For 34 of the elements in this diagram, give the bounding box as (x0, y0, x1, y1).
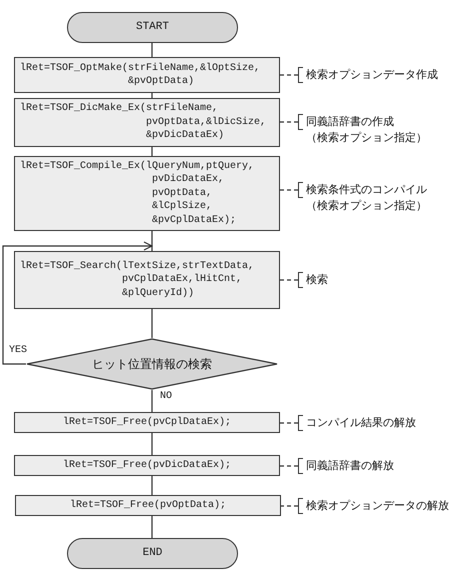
leader-line (280, 74, 298, 76)
leader-line (280, 121, 298, 123)
terminator: START (67, 12, 238, 43)
leader-line (280, 189, 298, 191)
flow-line (151, 390, 153, 412)
flow-line (151, 433, 153, 455)
flow-line (151, 476, 153, 495)
note-text: （検索オプション指定） (306, 130, 427, 146)
process-box: lRet=TSOF_Free(pvCplDataEx); (14, 412, 280, 433)
terminator: END (67, 538, 238, 569)
leader-line (280, 279, 298, 281)
flow-line (151, 231, 153, 251)
leader-line (281, 505, 298, 507)
note-text: 検索オプションデータ作成 (306, 67, 438, 83)
flow-line (151, 516, 153, 538)
process-box: lRet=TSOF_Free(pvDicDataEx); (14, 455, 280, 476)
note-text: 同義語辞書の解放 (306, 458, 394, 474)
decision-text: ヒット位置情報の検索 (92, 356, 212, 373)
note-text: （検索オプション指定） (306, 198, 427, 214)
leader-line (280, 422, 298, 424)
note-text: コンパイル結果の解放 (306, 415, 416, 431)
flow-line (151, 309, 153, 338)
note-text: 検索オプションデータの解放 (306, 498, 449, 514)
process-box: lRet=TSOF_DicMake_Ex(strFileName, pvOptData,&lDicSize, &pvDicDataEx) (14, 98, 280, 147)
flow-line (151, 43, 153, 57)
note-text: 検索 (306, 272, 328, 288)
note-text: 検索条件式のコンパイル (306, 182, 427, 198)
arrow (2, 241, 153, 365)
process-box: lRet=TSOF_OptMake(strFileName,&lOptSize, &pvOptData) (14, 57, 280, 93)
note-text: 同義語辞書の作成 (306, 114, 394, 130)
process-box: lRet=TSOF_Search(lTextSize,strTextData, pvCplDataEx,lHitCnt, &plQueryId)) (14, 251, 280, 309)
leader-line (280, 465, 298, 467)
process-box: lRet=TSOF_Free(pvOptData); (15, 495, 281, 516)
process-box: lRet=TSOF_Compile_Ex(lQueryNum,ptQuery, pvDicDataEx, pvOptData, &lCplSize, &pvCplDataEx); (14, 156, 280, 231)
